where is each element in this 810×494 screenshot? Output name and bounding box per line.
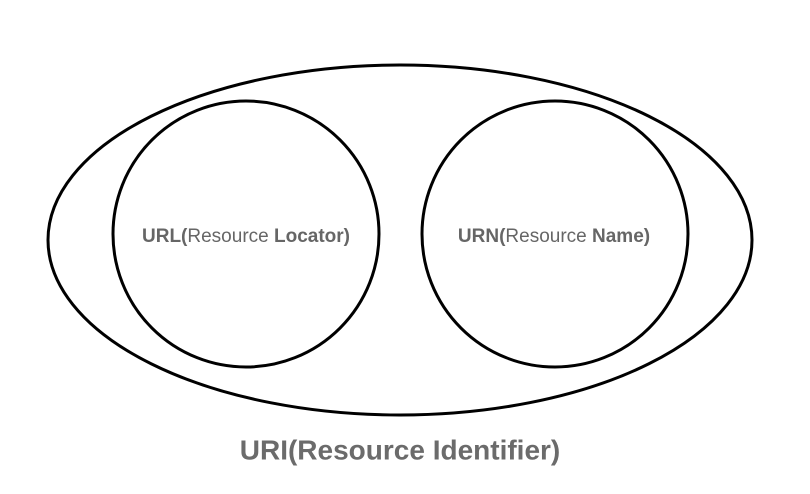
urn-set-circle xyxy=(420,99,690,369)
urn-label-abbr: URN( xyxy=(458,226,506,247)
url-label-word: Resource xyxy=(187,226,274,247)
url-set-circle xyxy=(111,99,381,369)
urn-label-key: Name) xyxy=(592,226,650,247)
url-label-key: Locator) xyxy=(274,226,350,247)
url-label-abbr: URL( xyxy=(142,226,188,247)
uri-caption: URI(Resource Identifier) xyxy=(240,434,561,465)
urn-label: URN(Resource Name) xyxy=(458,226,650,247)
url-label: URL(Resource Locator) xyxy=(142,226,350,247)
uri-set-ellipse xyxy=(46,63,754,417)
urn-label-word: Resource xyxy=(505,226,592,247)
